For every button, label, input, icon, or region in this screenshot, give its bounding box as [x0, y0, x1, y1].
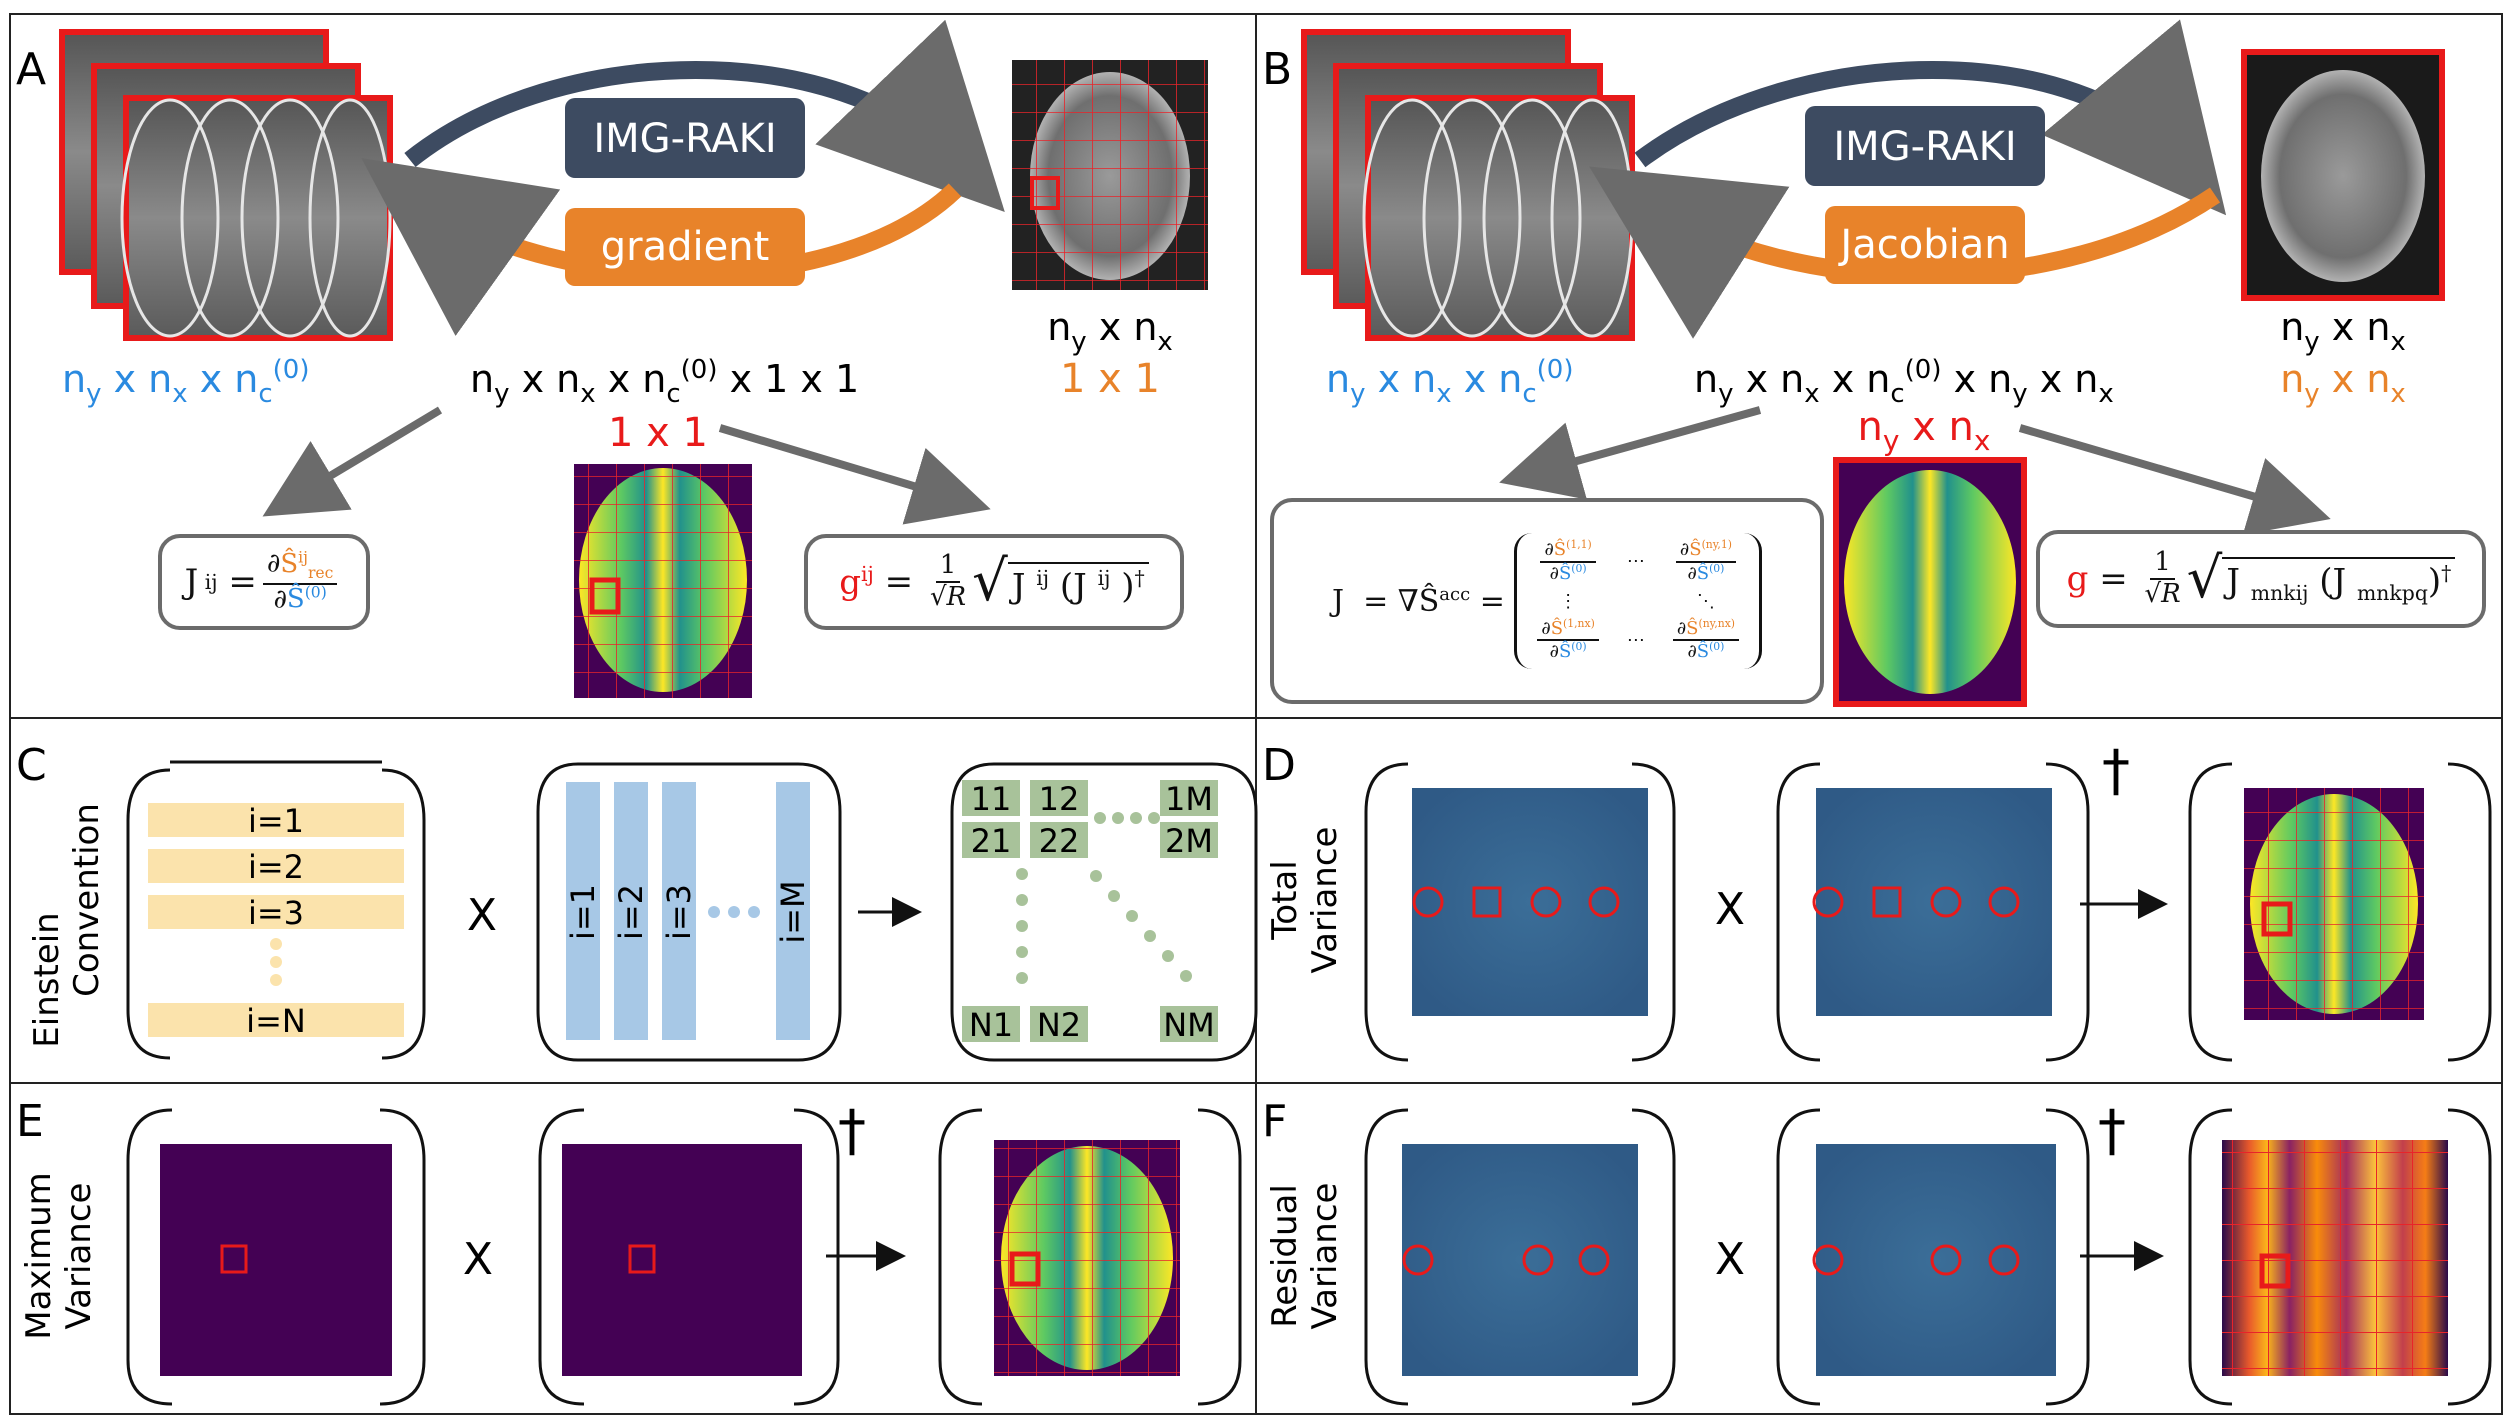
- output-sub-b: ny x nx: [2280, 357, 2406, 409]
- gfactor-formula-b: g = 1√R √J mnkij (J mnkpq)†: [2036, 530, 2486, 628]
- col-m: i=M: [774, 880, 812, 943]
- window-label-b: ny x nx: [1858, 404, 1991, 457]
- svg-text:1M: 1M: [1165, 780, 1213, 818]
- panel-f-label-1: Residual: [1265, 1184, 1305, 1328]
- jacobian-box-b: [1825, 206, 2025, 284]
- panel-c: C Einstein Convention i=1 i=2 i=3 i=N X: [16, 740, 1258, 1062]
- center-dims-a: ny x nx x nc(0) x 1 x 1: [470, 355, 859, 409]
- svg-text:22: 22: [1039, 822, 1080, 860]
- method-label-a: IMG-RAKI: [593, 116, 776, 162]
- panel-frames: [9, 13, 2503, 1415]
- column-bars: [566, 782, 810, 1040]
- dagger-f: †: [2098, 1099, 2126, 1164]
- recon-brain-b: [2241, 49, 2445, 301]
- row-3: i=3: [248, 894, 304, 932]
- max-var-matrix-2: [562, 1144, 802, 1376]
- panel-b-letter: B: [1262, 44, 1292, 95]
- dagger-d: †: [2102, 739, 2130, 804]
- row-1: i=1: [248, 802, 304, 840]
- svg-text:N2: N2: [1037, 1006, 1081, 1044]
- times-f: X: [1715, 1234, 1745, 1285]
- svg-text:11: 11: [971, 780, 1012, 818]
- coil-image-stack-a: [59, 29, 393, 341]
- panel-f-letter: F: [1262, 1096, 1287, 1147]
- gfactor-map-a: [574, 464, 752, 698]
- panel-f: F Residual Variance X †: [1262, 1096, 2492, 1406]
- times-c1: X: [467, 890, 497, 941]
- svg-text:12: 12: [1039, 780, 1080, 818]
- times-e: X: [463, 1234, 493, 1285]
- residual-noise-f1: [1402, 1144, 1638, 1376]
- input-dims-b: ny x nx x nc(0): [1326, 355, 1573, 409]
- residual-noise-f2: [1816, 1144, 2056, 1376]
- jacobian-formula-a: J ij = ∂Ŝijrec∂Ŝ(0): [158, 534, 370, 630]
- jacobian-noise-d1: [1412, 788, 1648, 1016]
- residual-map-f: [2222, 1140, 2448, 1376]
- panel-d-letter: D: [1262, 740, 1296, 791]
- jacobian-label-b: Jacobian: [1837, 222, 2009, 268]
- col-1: i=1: [564, 884, 602, 940]
- gfactor-formula-a: gij = 1√R √J ij (J ij )†: [804, 534, 1184, 630]
- window-label-a: 1 x 1: [608, 410, 708, 456]
- input-dims-a: ny x nx x nc(0): [62, 355, 309, 409]
- col-2: i=2: [612, 884, 650, 940]
- panel-c-label-2: Convention: [67, 803, 107, 997]
- panel-d: D Total Variance X †: [1262, 739, 2492, 1062]
- panel-e: E Maximum Variance X †: [16, 1096, 1242, 1406]
- panel-c-letter: C: [16, 740, 47, 791]
- svg-text:2M: 2M: [1165, 822, 1213, 860]
- row-bars: [148, 803, 404, 1037]
- forward-arrow-a: [404, 19, 1005, 212]
- panel-b: B IMG-RAKI Jacobian ny x nx ny x nx ny x…: [1262, 19, 2445, 707]
- forward-arrow-b: [1634, 19, 2227, 216]
- gfactor-map-b: [1833, 457, 2027, 707]
- max-var-matrix-1: [160, 1144, 392, 1376]
- col-3: i=3: [660, 884, 698, 940]
- panel-d-label-2: Variance: [1305, 827, 1345, 974]
- center-dims-b: ny x nx x nc(0) x ny x nx: [1694, 355, 2114, 409]
- output-dims-b: ny x nx: [2280, 305, 2406, 357]
- gradient-label-a: gradient: [601, 224, 770, 270]
- gradient-box-a: [565, 208, 805, 286]
- panel-c-label-1: Einstein: [27, 912, 67, 1047]
- svg-text:N1: N1: [969, 1006, 1013, 1044]
- times-d: X: [1715, 884, 1745, 935]
- output-dims-a: ny x nx: [1047, 305, 1173, 357]
- row-n: i=N: [246, 1002, 306, 1040]
- svg-text:NM: NM: [1163, 1006, 1215, 1044]
- result-dots: [1016, 812, 1192, 984]
- panel-e-letter: E: [16, 1096, 44, 1147]
- panel-a-letter: A: [16, 44, 46, 95]
- result-cells: 11 12 1M 21 22 2M N1 N2 NM: [962, 780, 1218, 1044]
- jacobian-noise-d2: [1816, 788, 2052, 1016]
- recon-brain-a: [1012, 60, 1208, 290]
- panel-e-label-1: Maximum: [19, 1172, 59, 1340]
- method-label-b: IMG-RAKI: [1833, 124, 2016, 170]
- output-sub-a: 1 x 1: [1060, 356, 1160, 402]
- panel-f-label-2: Variance: [1305, 1183, 1345, 1330]
- svg-text:21: 21: [971, 822, 1012, 860]
- panel-e-label-2: Variance: [59, 1183, 99, 1330]
- jacobian-formula-b: J = ∇Ŝacc = ∂Ŝ(1,1)∂Ŝ(0) ⋯ ∂Ŝ(ny,1)∂Ŝ(0)…: [1270, 498, 1824, 704]
- row-2: i=2: [248, 848, 304, 886]
- panel-d-label-1: Total: [1265, 860, 1305, 940]
- gfactor-map-e: [994, 1140, 1180, 1376]
- dagger-e: †: [838, 1099, 866, 1164]
- panel-a: A IMG-RAKI gradient ny x nx: [16, 19, 1208, 698]
- coil-image-stack-b: [1301, 29, 1635, 341]
- method-box-b: [1805, 106, 2045, 186]
- method-box-a: [565, 98, 805, 178]
- gfactor-map-d: [2244, 788, 2424, 1020]
